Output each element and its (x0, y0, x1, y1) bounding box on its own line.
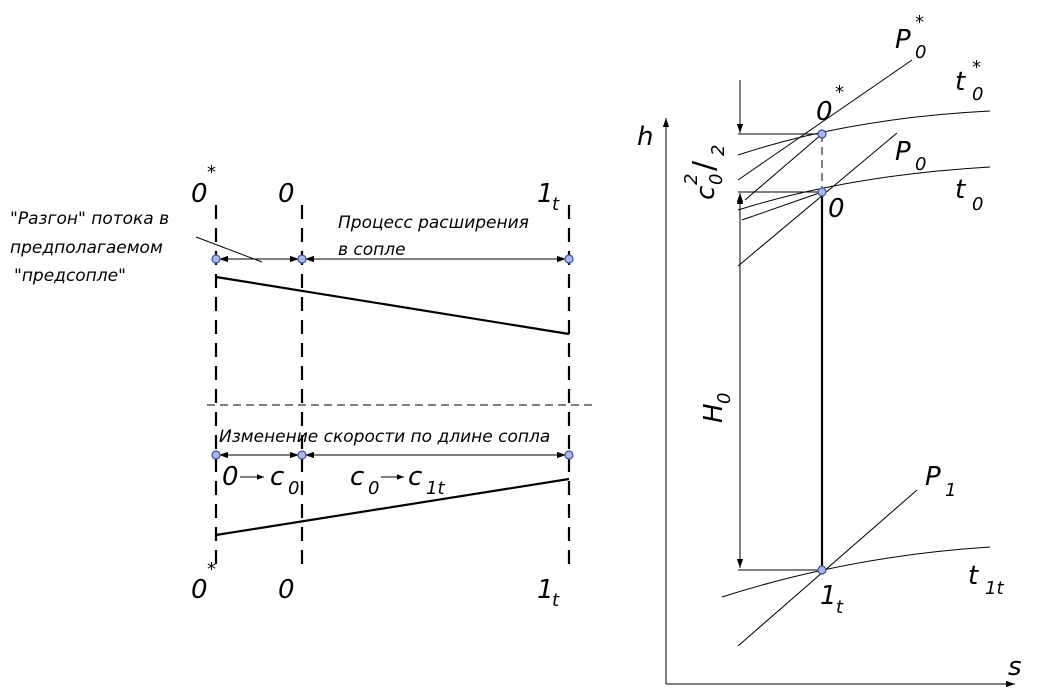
axis-s-label: s (1008, 652, 1022, 682)
note-process-line2: в сопле (338, 240, 406, 260)
hs-point-0star (817, 129, 827, 139)
node-top-0 (297, 254, 307, 264)
label-p0star-sub: 0 (915, 42, 926, 63)
vel-b-from: c (350, 462, 364, 492)
vel-b-to-sub: 1t (426, 478, 445, 499)
isobar-p0 (737, 132, 898, 267)
node-top-1t (564, 254, 574, 264)
label-t0star-sub: 0 (972, 84, 983, 105)
node-bottom-1t (564, 450, 574, 460)
velocity-line (215, 477, 570, 537)
isotherm-t1t (721, 546, 991, 598)
note-leader-line (195, 236, 263, 263)
label-t0: t (955, 175, 966, 205)
axis-h-label: h (637, 122, 653, 152)
hs-label-0: 0 (828, 194, 845, 224)
ke-c: c (691, 186, 721, 200)
ke-den: 2 (708, 145, 729, 156)
node-bottom-0 (297, 450, 307, 460)
bottom-label-0star-sup: * (207, 559, 216, 580)
top-label-0star-sup: * (207, 162, 216, 183)
hs-diagram: h s 0 * 0 1 t P * (637, 12, 1022, 688)
isobar-p0star (737, 59, 913, 181)
label-p1: P (925, 462, 941, 492)
isotherm-t0star (737, 110, 991, 156)
construction-line-2 (741, 191, 823, 221)
label-p0star: P (895, 25, 911, 55)
h0-label: H 0 (699, 393, 735, 423)
note-velocity: Изменение скорости по длине сопла (219, 427, 550, 447)
top-label-0star: 0 (191, 179, 208, 209)
h0-base: H (699, 403, 729, 423)
note-prenozzle-line1: "Разгон" потока в (10, 209, 169, 229)
label-t0star-sup: * (972, 57, 981, 78)
note-prenozzle-line3: "предсопле" (14, 266, 126, 286)
node-bottom-0star (211, 450, 221, 460)
label-t0-sub: 0 (972, 194, 983, 215)
label-p1-sub: 1 (945, 480, 956, 501)
bottom-label-0: 0 (278, 575, 295, 605)
left-diagram: 0 * 0 1 t "Разгон" потока в предполагаем… (10, 162, 597, 611)
hs-point-0 (817, 187, 827, 197)
hs-label-0star-sup: * (835, 82, 844, 103)
ke-label: c 2 0 / 2 (681, 145, 729, 200)
vel-b-to: c (408, 462, 422, 492)
vel-a-from: 0 (222, 462, 239, 492)
ke-slash: / (687, 160, 722, 171)
label-t0star: t (955, 67, 966, 97)
note-process-line1: Процесс расширения (338, 213, 529, 233)
isotherm-t0 (737, 166, 991, 211)
bottom-label-1t-sub: t (552, 590, 560, 611)
isobar-p1 (737, 489, 918, 647)
bottom-label-1t: 1 (537, 575, 554, 605)
vel-a-to: c (270, 462, 284, 492)
label-p0-sub: 0 (915, 154, 926, 175)
h0-sub: 0 (714, 393, 735, 404)
hs-label-1t-sub: t (836, 597, 844, 618)
construction-line-1 (744, 133, 823, 201)
node-top-0star (211, 254, 221, 264)
top-label-0: 0 (278, 179, 295, 209)
ke-sub: 0 (706, 174, 727, 185)
label-p0star-sup: * (915, 12, 924, 33)
top-label-1t-sub: t (552, 194, 560, 215)
note-prenozzle-line2: предполагаемом (10, 238, 163, 258)
hs-label-1t: 1 (820, 581, 837, 611)
vel-a-to-sub: 0 (288, 478, 299, 499)
top-label-1t: 1 (537, 179, 554, 209)
label-p0: P (895, 137, 911, 167)
label-t1t-sub: 1t (985, 578, 1004, 599)
label-t1t: t (968, 561, 979, 591)
bottom-label-0star: 0 (191, 575, 208, 605)
hs-point-1t (817, 565, 827, 575)
pressure-line (215, 275, 570, 336)
vel-b-from-sub: 0 (368, 478, 379, 499)
ke-sup: 2 (681, 174, 702, 185)
hs-label-0star: 0 (816, 97, 833, 127)
